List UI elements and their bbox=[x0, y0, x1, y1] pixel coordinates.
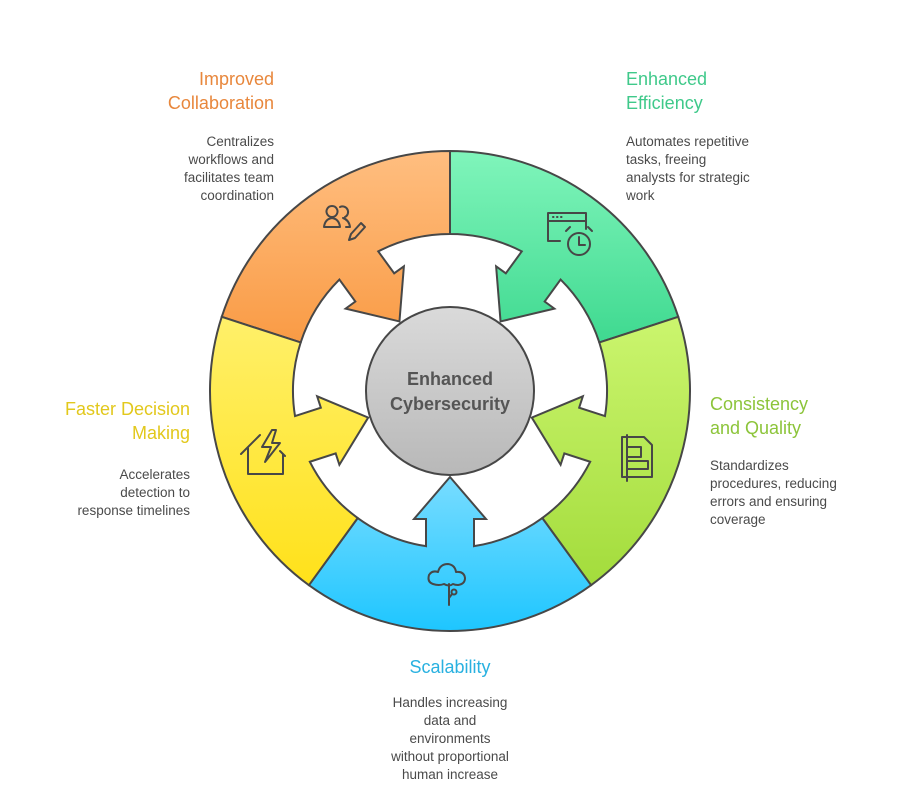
icons-layer bbox=[240, 205, 653, 606]
faster-decision-making-description: Accelerates detection to response timeli… bbox=[77, 466, 190, 520]
scalability-title: Scalability bbox=[350, 655, 550, 679]
description-line: coordination bbox=[200, 188, 274, 203]
description-line: workflows and bbox=[188, 152, 274, 167]
improved-collaboration-title: Improved Collaboration bbox=[168, 67, 274, 115]
description-line: Accelerates bbox=[119, 467, 190, 482]
title-line: Efficiency bbox=[626, 93, 703, 113]
description-line: work bbox=[626, 188, 655, 203]
faster-decision-making-title: Faster Decision Making bbox=[65, 397, 190, 445]
segment-faster-decision-making bbox=[209, 315, 370, 587]
description-line: environments bbox=[409, 731, 491, 746]
center-label-line2: Cybersecurity bbox=[390, 394, 510, 414]
improved-collaboration-description: Centralizes workflows and facilitates te… bbox=[184, 133, 274, 205]
center-circle bbox=[365, 306, 535, 476]
title-line: Improved bbox=[198, 69, 274, 89]
center-hub: Enhanced Cybersecurity bbox=[365, 306, 535, 476]
users-edit-icon bbox=[323, 205, 366, 241]
browser-clock-icon bbox=[547, 212, 593, 256]
title-line: Scalability bbox=[409, 657, 491, 677]
enhanced-efficiency-title: Enhanced Efficiency bbox=[626, 67, 707, 115]
description-line: errors and ensuring bbox=[710, 494, 828, 509]
consistency-and-quality-title: Consistency and Quality bbox=[710, 392, 808, 440]
house-lightning-icon bbox=[240, 429, 286, 475]
title-line: Faster Decision bbox=[64, 399, 190, 419]
enhanced-efficiency-description: Automates repetitive tasks, freeing anal… bbox=[626, 133, 750, 205]
title-line: Enhanced bbox=[626, 69, 708, 89]
description-line: analysts for strategic bbox=[626, 170, 750, 185]
description-line: procedures, reducing bbox=[710, 476, 837, 491]
title-line: Making bbox=[131, 423, 190, 443]
consistency-and-quality-description: Standardizes procedures, reducing errors… bbox=[710, 457, 837, 529]
title-line: Consistency bbox=[710, 394, 809, 414]
description-line: detection to bbox=[120, 485, 190, 500]
scalability-description: Handles increasing data and environments… bbox=[350, 694, 550, 784]
title-line: and Quality bbox=[710, 418, 802, 438]
segment-scalability bbox=[307, 475, 593, 632]
description-line: Automates repetitive bbox=[626, 134, 750, 149]
description-line: coverage bbox=[710, 512, 766, 527]
description-line: Handles increasing bbox=[392, 695, 508, 710]
description-line: without proportional bbox=[391, 749, 509, 764]
center-label-line1: Enhanced bbox=[407, 369, 493, 389]
description-line: response timelines bbox=[77, 503, 190, 518]
cloud-tree-icon bbox=[427, 563, 466, 606]
description-line: Centralizes bbox=[206, 134, 274, 149]
description-line: tasks, freeing bbox=[626, 152, 707, 167]
description-line: human increase bbox=[401, 767, 499, 782]
aligned-document-icon bbox=[621, 434, 653, 482]
description-line: facilitates team bbox=[183, 170, 274, 185]
description-line: Standardizes bbox=[710, 458, 789, 473]
segments-layer bbox=[209, 149, 691, 632]
description-line: data and bbox=[423, 713, 477, 728]
title-line: Collaboration bbox=[167, 93, 274, 113]
